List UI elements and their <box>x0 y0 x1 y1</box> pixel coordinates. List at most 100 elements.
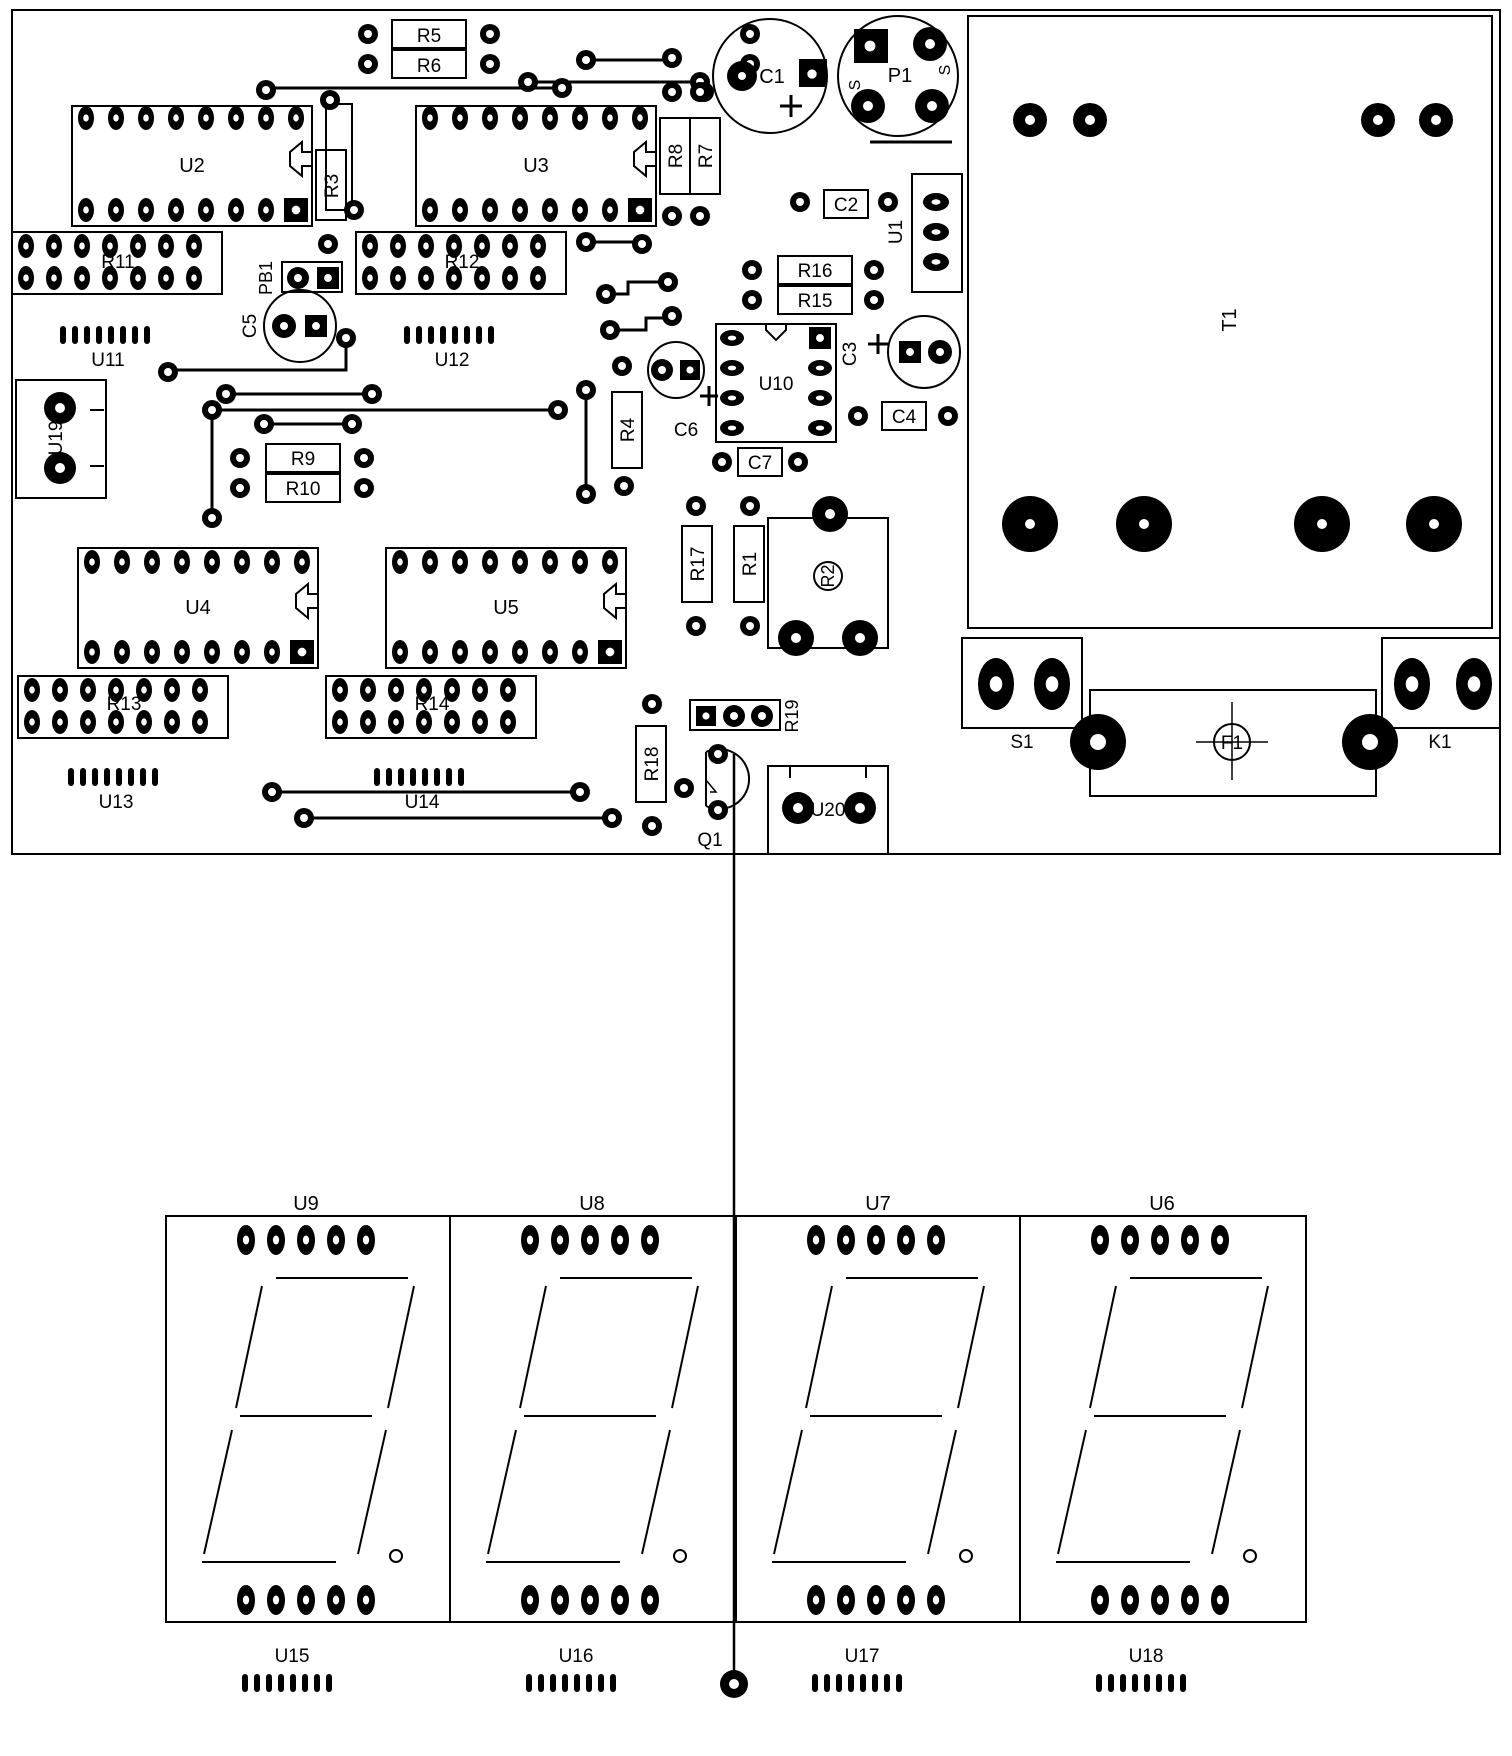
label-T1: T1 <box>1219 308 1241 331</box>
pad-hole <box>280 322 288 330</box>
pad-hole <box>727 395 737 401</box>
pad-hole <box>209 648 215 656</box>
label-C7: C7 <box>748 453 772 474</box>
pad-hole <box>727 335 737 341</box>
label-R15: R15 <box>798 291 833 312</box>
pad-hole <box>332 1595 340 1605</box>
pad-hole <box>692 622 700 630</box>
pad-hole <box>505 718 511 726</box>
smd-pad <box>824 1674 830 1692</box>
segment <box>927 1429 957 1555</box>
pad-hole <box>547 648 553 656</box>
label-U14: U14 <box>405 792 440 813</box>
pad-hole <box>57 686 63 694</box>
pad-hole <box>794 458 802 466</box>
resistor-R17: R17 <box>681 525 713 603</box>
pad-hole <box>608 814 616 822</box>
pad-hole <box>668 54 676 62</box>
segment <box>773 1429 803 1555</box>
label-U13: U13 <box>99 792 134 813</box>
label-U5: U5 <box>493 597 519 619</box>
smd-pad <box>1120 1674 1126 1692</box>
label-R6: R6 <box>417 56 441 77</box>
pad-hole <box>702 712 710 720</box>
potentiometer-R2: R2 <box>767 517 889 649</box>
pad-hole <box>646 1595 654 1605</box>
pad-hole <box>793 803 803 813</box>
smd-pad <box>96 326 102 344</box>
pad-hole <box>932 1595 940 1605</box>
pad-hole <box>293 114 299 122</box>
smd-pad <box>884 1674 890 1692</box>
traces <box>168 58 952 1684</box>
segment <box>957 1285 985 1409</box>
pad-hole <box>547 206 553 214</box>
pad-hole <box>931 259 941 265</box>
pad-hole <box>486 60 494 68</box>
pad-hole <box>135 274 141 282</box>
label-PB1: PB1 <box>256 261 276 295</box>
pad-hole <box>1186 1595 1194 1605</box>
pad-hole <box>1126 1235 1134 1245</box>
smd-pad <box>440 326 446 344</box>
label-U16: U16 <box>559 1646 594 1667</box>
pad-hole <box>925 39 935 49</box>
smd-pad <box>278 1674 284 1692</box>
pad-hole <box>222 390 230 398</box>
label-U11: U11 <box>91 350 124 371</box>
pad-hole <box>989 676 1003 692</box>
smd-pad <box>290 1674 296 1692</box>
segment <box>357 1429 387 1555</box>
pad-hole <box>872 1595 880 1605</box>
pad-hole <box>1216 1595 1224 1605</box>
pad-hole <box>620 482 628 490</box>
pad-hole <box>1405 676 1419 692</box>
pad-hole <box>730 712 738 720</box>
segment <box>387 1285 415 1409</box>
resistor-R3: R3 <box>315 103 353 221</box>
transformer-T1: T1 <box>967 15 1493 629</box>
pad-hole <box>855 633 865 643</box>
pad-hole <box>746 622 754 630</box>
label-U8: U8 <box>579 1193 605 1215</box>
label-R2: R2 <box>818 564 838 587</box>
smd-pad <box>562 1674 568 1692</box>
pad-hole <box>696 212 704 220</box>
smd-pad <box>398 768 404 786</box>
pad-hole <box>646 1235 654 1245</box>
pad-hole <box>1317 519 1327 529</box>
smd-pad <box>152 768 158 786</box>
capacitor-C7: C7 <box>737 447 783 477</box>
pad-hole <box>902 1595 910 1605</box>
pad-hole <box>884 198 892 206</box>
label-R7: R7 <box>696 144 717 168</box>
smd-pad <box>422 768 428 786</box>
label-U15: U15 <box>275 1646 310 1667</box>
label-C3: C3 <box>840 342 861 366</box>
pad-hole <box>577 558 583 566</box>
smd-pad <box>812 1674 818 1692</box>
pad-hole <box>748 266 756 274</box>
pad-hole <box>746 30 754 38</box>
smd-pad <box>1108 1674 1114 1692</box>
pad-hole <box>931 199 941 205</box>
pad-hole <box>57 718 63 726</box>
pad-hole <box>149 558 155 566</box>
seven-segment-displays: U9 U8 U7 U6 <box>165 1193 1307 1623</box>
pad-hole <box>815 395 825 401</box>
smd-pad <box>896 1674 902 1692</box>
pad-hole <box>505 686 511 694</box>
smd-pad <box>92 768 98 786</box>
pad-hole <box>149 648 155 656</box>
pad-hole <box>263 206 269 214</box>
pad-hole <box>1096 1595 1104 1605</box>
pad-hole <box>397 558 403 566</box>
pad-hole <box>208 514 216 522</box>
pad-hole <box>51 242 57 250</box>
label-U20: U20 <box>811 800 846 821</box>
smd-pad <box>104 768 110 786</box>
pad-hole <box>79 274 85 282</box>
label-U19: U19 <box>46 421 67 456</box>
pad-hole <box>1216 1235 1224 1245</box>
pad-hole <box>332 1235 340 1245</box>
